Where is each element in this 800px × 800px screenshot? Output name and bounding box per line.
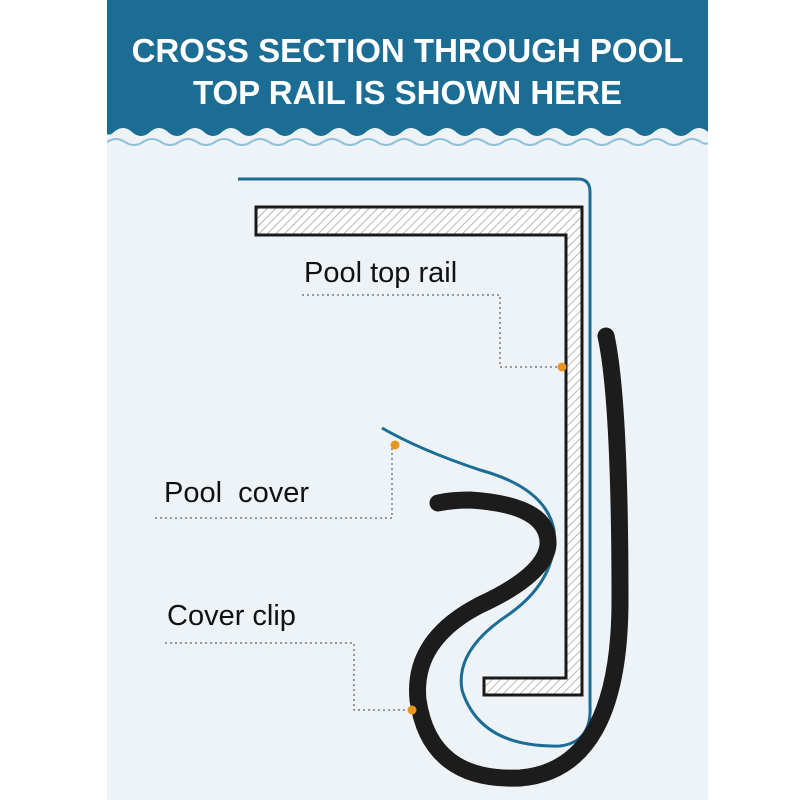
label-pool-top-rail: Pool top rail (304, 257, 457, 289)
pool-cover-line-loop (381, 426, 592, 748)
label-pool-cover: Pool cover (164, 477, 309, 509)
pool-top-rail-shape (254, 205, 584, 697)
label-cover-clip: Cover clip (167, 600, 296, 632)
leader-top-rail (302, 294, 560, 368)
marker-cover (390, 440, 400, 450)
page-title: CROSS SECTION THROUGH POOL TOP RAIL IS S… (107, 30, 708, 114)
banner-wave-light (107, 138, 708, 146)
banner-wave-shape (107, 0, 708, 136)
title-line-1: CROSS SECTION THROUGH POOL (131, 32, 684, 69)
marker-top-rail (557, 362, 567, 372)
cover-clip-shape (409, 327, 629, 787)
leader-cover (155, 446, 393, 519)
pool-cover-line-top (238, 177, 592, 706)
title-line-2: TOP RAIL IS SHOWN HERE (192, 74, 623, 111)
leader-clip (165, 642, 410, 711)
marker-clip (407, 705, 417, 715)
title-banner (107, 0, 708, 146)
